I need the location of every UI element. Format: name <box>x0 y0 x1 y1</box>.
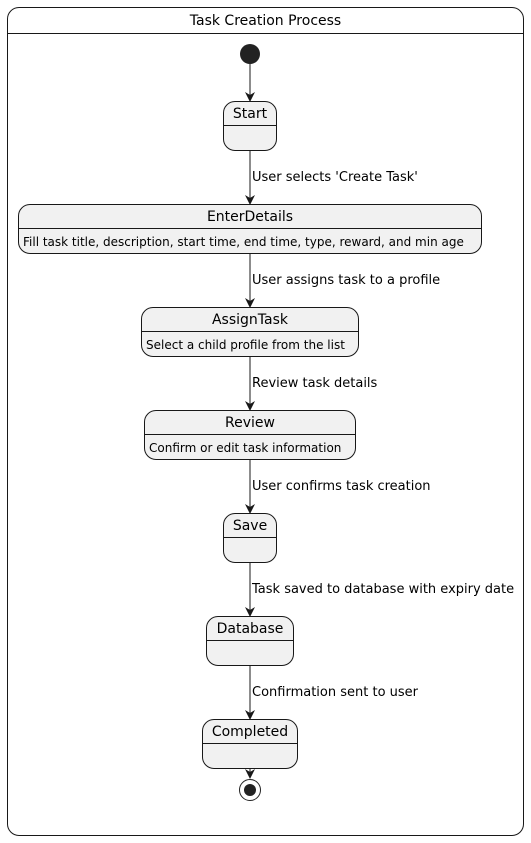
transition-label: Task saved to database with expiry date <box>252 582 515 597</box>
state-name: Start <box>224 102 276 126</box>
state-description: Fill task title, description, start time… <box>23 235 464 249</box>
transition-label: User confirms task creation <box>252 479 431 494</box>
state-name: Completed <box>203 720 297 744</box>
transition-label: User selects 'Create Task' <box>252 170 418 185</box>
final-state-dot <box>244 784 256 796</box>
state-assigntask: AssignTask Select a child profile from t… <box>141 307 359 357</box>
state-enterdetails: EnterDetails Fill task title, descriptio… <box>18 204 482 254</box>
state-description: Select a child profile from the list <box>146 338 345 352</box>
state-name: AssignTask <box>142 308 358 332</box>
diagram-title: Task Creation Process <box>8 8 523 34</box>
state-name: Save <box>224 514 276 538</box>
transition-label: Confirmation sent to user <box>252 685 419 700</box>
state-completed: Completed <box>202 719 298 769</box>
transition-label: Review task details <box>252 376 378 391</box>
final-state-marker <box>239 779 261 801</box>
state-name: EnterDetails <box>19 205 481 229</box>
state-database: Database <box>206 616 294 666</box>
state-description: Confirm or edit task information <box>149 441 342 455</box>
initial-state-marker <box>240 44 260 64</box>
state-save: Save <box>223 513 277 563</box>
transition-label: User assigns task to a profile <box>252 273 441 288</box>
state-name: Review <box>145 411 355 435</box>
state-name: Database <box>207 617 293 641</box>
state-review: Review Confirm or edit task information <box>144 410 356 460</box>
state-start: Start <box>223 101 277 151</box>
